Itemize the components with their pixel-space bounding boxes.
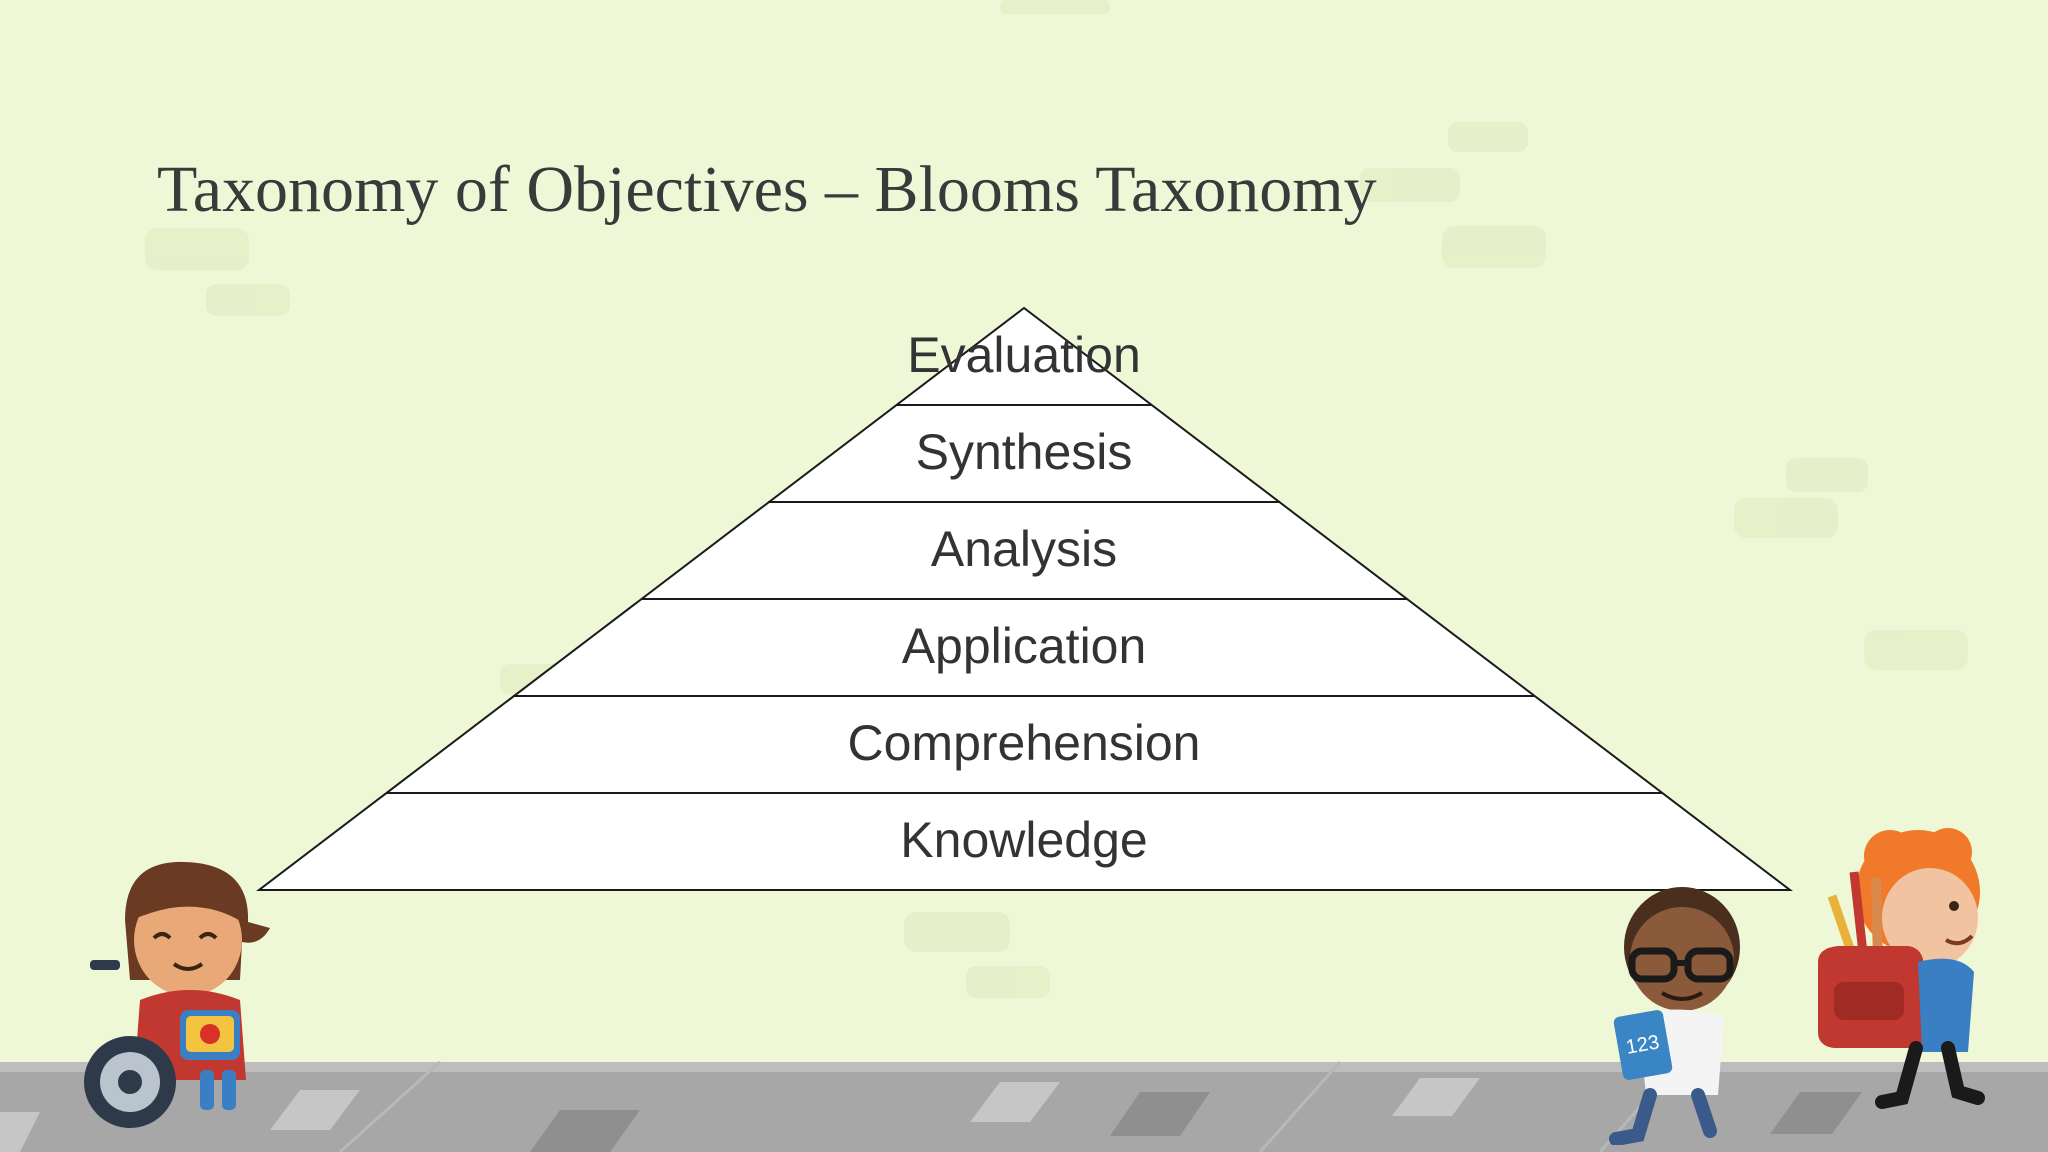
level-label-evaluation: Evaluation	[907, 327, 1141, 383]
child-with-backpack-illustration	[1818, 828, 1985, 1109]
level-label-synthesis: Synthesis	[916, 424, 1133, 480]
child-in-wheelchair-illustration	[84, 861, 270, 1128]
level-label-comprehension: Comprehension	[848, 715, 1201, 771]
level-label-analysis: Analysis	[931, 521, 1117, 577]
background-bricks	[145, 0, 1968, 998]
level-label-knowledge: Knowledge	[900, 812, 1147, 868]
level-label-application: Application	[902, 618, 1147, 674]
slide-title: Taxonomy of Objectives – Blooms Taxonomy	[157, 153, 1377, 226]
child-with-book-illustration: 123	[1609, 887, 1740, 1145]
